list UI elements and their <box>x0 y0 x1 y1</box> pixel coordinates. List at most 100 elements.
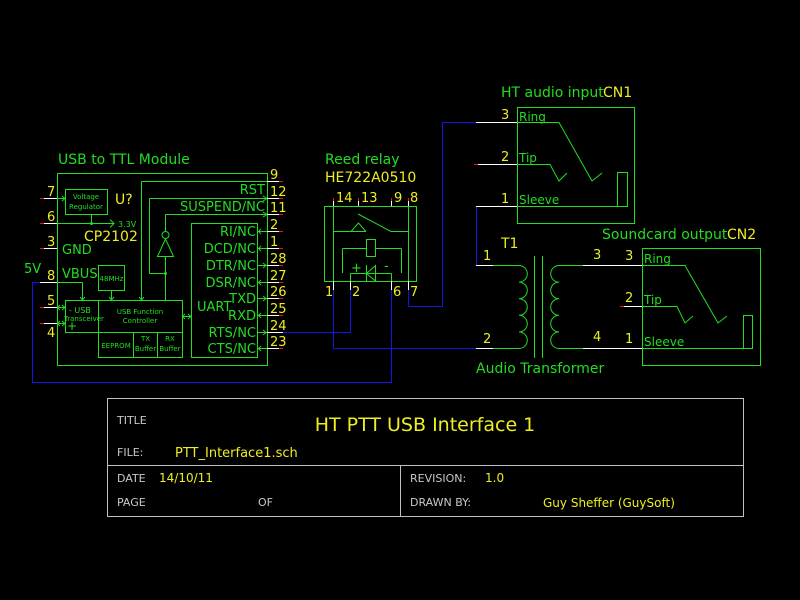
uart-block <box>191 223 258 358</box>
cn1-pins <box>474 122 517 207</box>
date-value: 14/10/11 <box>159 471 213 485</box>
revision-label: REVISION: <box>410 472 466 485</box>
pin-number: 2 <box>625 291 633 306</box>
pin-number: 2 <box>483 332 491 347</box>
jack-tip-label: Tip <box>518 151 537 165</box>
cn1-body <box>517 107 635 224</box>
pin-label: TXD <box>228 292 256 307</box>
pin-label-rst: RST <box>240 183 265 198</box>
pin-number: 23 <box>270 335 287 350</box>
module-reference: U? <box>115 192 133 208</box>
arrow-icon <box>262 262 267 269</box>
junction-dot <box>90 222 93 225</box>
relay-body <box>324 206 417 282</box>
relay-contacts <box>333 206 409 281</box>
arrow-icon <box>56 320 61 327</box>
arrow-icon <box>138 296 145 301</box>
pin-number: 1 <box>501 192 509 207</box>
transformer-reference: T1 <box>500 236 518 252</box>
wire-5v-to-relay-coil <box>32 282 392 383</box>
relay-bottom-pins <box>333 281 409 290</box>
usb-transceiver-label: - USB <box>69 306 91 315</box>
title-label: TITLE <box>116 414 147 427</box>
pin-label: RTS/NC <box>209 326 256 341</box>
file-label: FILE: <box>117 446 143 459</box>
pin-number: 2 <box>270 218 278 233</box>
module-part-number: CP2102 <box>84 229 138 245</box>
relay-part-number: HE722A0510 <box>325 170 416 186</box>
usb-to-ttl-module: USB to TTL Module 7 6 3 8 5 4 GND VBUS 5… <box>24 152 287 366</box>
wire-relay-to-cn1-ring <box>408 122 476 307</box>
wire-relay-to-transformer <box>333 290 476 349</box>
pin-label: DCD/NC <box>204 242 256 257</box>
usb-transceiver-label: Transceiver <box>63 315 104 323</box>
pin-number: 25 <box>270 302 287 317</box>
relay-title: Reed relay <box>325 152 399 168</box>
jack-ring-label: Ring <box>644 252 671 266</box>
cn1-ht-audio-input: HT audio input CN1 3 2 1 Ring Tip Sleeve <box>474 85 635 224</box>
coil-plus-label: + <box>351 261 362 276</box>
pin-number: 12 <box>270 185 287 200</box>
cn2-reference: CN2 <box>727 227 756 243</box>
regulator-wiring <box>57 198 114 224</box>
arrow-icon <box>181 313 186 320</box>
schematic-title: HT PTT USB Interface 1 <box>315 414 536 436</box>
jack-ring-contact-icon <box>517 122 603 182</box>
jack-sleeve-label: Sleeve <box>644 335 684 349</box>
transceiver-pin-links <box>57 307 191 324</box>
pin-number: 27 <box>270 269 287 284</box>
module-body <box>57 173 268 366</box>
reed-relay: Reed relay HE722A0510 14 13 9 8 1 2 6 7 <box>324 152 418 300</box>
pin-number: 8 <box>410 191 418 206</box>
tx-buffer-label: Buffer <box>135 345 156 353</box>
voltage-regulator-label: Voltage <box>73 193 99 201</box>
jack-sleeve-label: Sleeve <box>519 193 559 207</box>
pin-number: 13 <box>361 191 378 206</box>
cn2-soundcard-output: Soundcard output CN2 3 2 1 Ring Tip Slee… <box>602 227 761 366</box>
pin-number: 3 <box>47 235 55 250</box>
contact-actuator-icon <box>350 222 367 232</box>
pin-number: 8 <box>47 269 55 284</box>
pin-number: 1 <box>625 332 633 347</box>
pin-number: 24 <box>270 319 287 334</box>
pin-number: 7 <box>47 185 55 200</box>
pin-label-vbus: VBUS <box>62 267 98 282</box>
usb-function-controller-label: USB Function <box>117 308 163 316</box>
pin-label: DSR/NC <box>206 276 256 291</box>
control-wiring <box>141 181 267 300</box>
page-label: PAGE <box>117 496 146 509</box>
arrow-icon <box>257 279 262 286</box>
pin-number: 9 <box>270 168 278 183</box>
jack-ring-contact-icon <box>642 265 728 324</box>
buffer-row <box>98 332 183 358</box>
uart-label: UART <box>197 300 231 315</box>
of-label: OF <box>258 496 273 509</box>
cn1-title: HT audio input <box>501 85 604 101</box>
wire-rts-to-relay-coil <box>283 290 351 333</box>
rx-buffer-label: RX <box>165 335 175 343</box>
pin-number: 28 <box>270 252 287 267</box>
arrow-icon <box>262 329 267 336</box>
wires <box>32 122 477 383</box>
switch-contact-icon <box>357 213 392 232</box>
pin-number: 5 <box>47 294 55 309</box>
crystal-label: 48MHz <box>100 275 124 283</box>
jack-tip-contact-icon <box>517 164 568 182</box>
arrow-icon <box>257 312 262 319</box>
pin-number: 4 <box>593 330 601 345</box>
pin-label-suspend: SUSPEND/NC <box>180 200 265 215</box>
pin-number: 1 <box>483 249 491 264</box>
drawn-by-value: Guy Sheffer (GuySoft) <box>543 496 675 510</box>
arrow-icon <box>61 320 66 327</box>
pin-number: 1 <box>325 285 333 300</box>
v33-label: 3.3V <box>118 220 137 229</box>
jack-sleeve-contact-icon <box>642 315 753 349</box>
jack-ring-label: Ring <box>519 110 546 124</box>
net-label-5v: 5V <box>24 262 41 277</box>
voltage-regulator-label: Regulator <box>69 203 103 211</box>
pin-label: DTR/NC <box>206 259 256 274</box>
pin-number: 11 <box>270 201 287 216</box>
module-title: USB to TTL Module <box>58 152 190 168</box>
jack-sleeve-contact-icon <box>517 172 628 207</box>
